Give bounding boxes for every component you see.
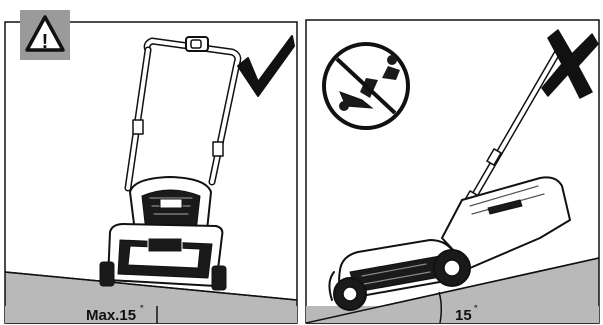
warning-triangle-icon: !	[20, 10, 70, 60]
right-degree-symbol: °	[474, 303, 478, 313]
warning-symbol: !	[42, 31, 49, 53]
left-slope-label: Max.15	[86, 307, 136, 324]
no-riding-mower-icon	[324, 44, 408, 128]
right-slope-label: 15	[455, 307, 472, 324]
left-panel: Max.15 °	[5, 22, 297, 324]
left-degree-symbol: °	[140, 303, 144, 313]
right-panel: 15 °	[306, 20, 599, 324]
